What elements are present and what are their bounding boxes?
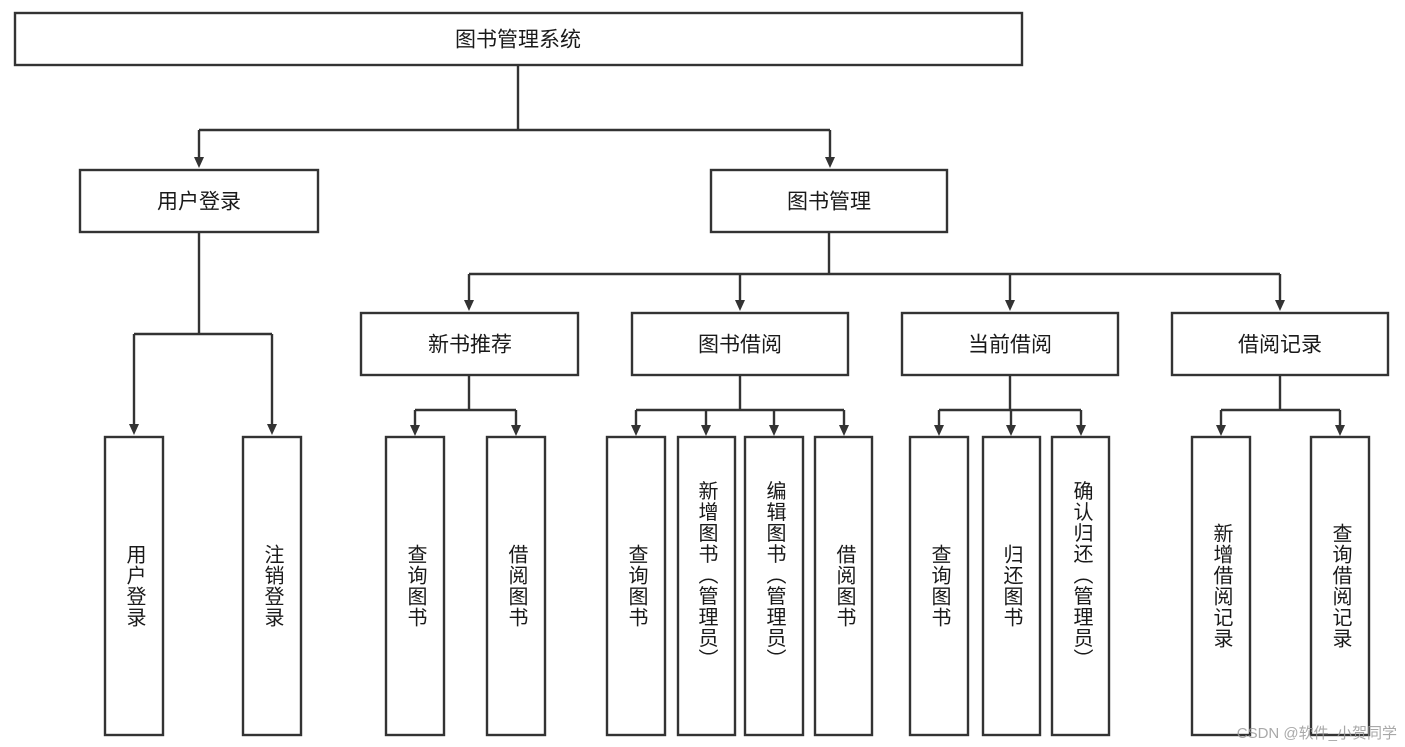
leaf-label-query-book-3: 查询图书 bbox=[928, 544, 951, 628]
node-root[interactable]: 图书管理系统 bbox=[13, 11, 1024, 67]
leaf-label-layer: 用户登录 注销登录 查询图书 借阅图书 查询图书 新增图书（管理员） 编辑图书（… bbox=[123, 480, 1352, 669]
leaf-box-edit-book[interactable] bbox=[743, 435, 805, 737]
connector-layer bbox=[129, 65, 1345, 436]
leaf-box-layer bbox=[103, 435, 1371, 737]
leaf-box-query-book-2[interactable] bbox=[605, 435, 667, 737]
node-book-borrow-label: 图书借阅 bbox=[698, 334, 782, 357]
leaf-box-query-borrow-record[interactable] bbox=[1309, 435, 1371, 737]
leaf-box-return-book[interactable] bbox=[981, 435, 1042, 737]
node-borrow-record-label: 借阅记录 bbox=[1238, 334, 1322, 357]
leaf-label-add-borrow-record: 新增借阅记录 bbox=[1210, 523, 1233, 649]
leaf-label-query-borrow-record: 查询借阅记录 bbox=[1329, 523, 1352, 649]
node-current-borrow[interactable]: 当前借阅 bbox=[900, 311, 1120, 377]
leaf-label-logout: 注销登录 bbox=[261, 544, 284, 628]
leaf-box-borrow-book-2[interactable] bbox=[813, 435, 874, 737]
node-root-label: 图书管理系统 bbox=[455, 29, 581, 52]
leaf-label-borrow-book-2: 借阅图书 bbox=[833, 544, 856, 628]
node-book-manage-label: 图书管理 bbox=[787, 191, 871, 214]
leaf-box-confirm-return[interactable] bbox=[1050, 435, 1111, 737]
leaf-box-add-book[interactable] bbox=[676, 435, 737, 737]
leaf-box-user-login[interactable] bbox=[103, 435, 165, 737]
node-user-login-label: 用户登录 bbox=[157, 191, 241, 214]
leaf-box-borrow-book-1[interactable] bbox=[485, 435, 547, 737]
node-borrow-record[interactable]: 借阅记录 bbox=[1170, 311, 1390, 377]
node-book-manage[interactable]: 图书管理 bbox=[709, 168, 949, 234]
node-new-book-recommend-label: 新书推荐 bbox=[428, 334, 512, 357]
leaf-label-confirm-return: 确认归还（管理员） bbox=[1070, 480, 1093, 669]
leaf-label-query-book-1: 查询图书 bbox=[404, 544, 427, 628]
leaf-label-add-book: 新增图书（管理员） bbox=[695, 480, 718, 669]
leaf-box-query-book-3[interactable] bbox=[908, 435, 970, 737]
leaf-label-return-book: 归还图书 bbox=[1000, 544, 1023, 628]
leaf-label-borrow-book-1: 借阅图书 bbox=[505, 544, 528, 628]
node-new-book-recommend[interactable]: 新书推荐 bbox=[359, 311, 580, 377]
leaf-label-user-login: 用户登录 bbox=[123, 544, 146, 628]
node-user-login[interactable]: 用户登录 bbox=[78, 168, 320, 234]
leaf-box-query-book-1[interactable] bbox=[384, 435, 446, 737]
node-book-borrow[interactable]: 图书借阅 bbox=[630, 311, 850, 377]
leaf-box-logout[interactable] bbox=[241, 435, 303, 737]
node-current-borrow-label: 当前借阅 bbox=[968, 334, 1052, 357]
leaf-box-add-borrow-record[interactable] bbox=[1190, 435, 1252, 737]
leaf-label-query-book-2: 查询图书 bbox=[625, 544, 648, 628]
leaf-label-edit-book: 编辑图书（管理员） bbox=[763, 480, 786, 669]
